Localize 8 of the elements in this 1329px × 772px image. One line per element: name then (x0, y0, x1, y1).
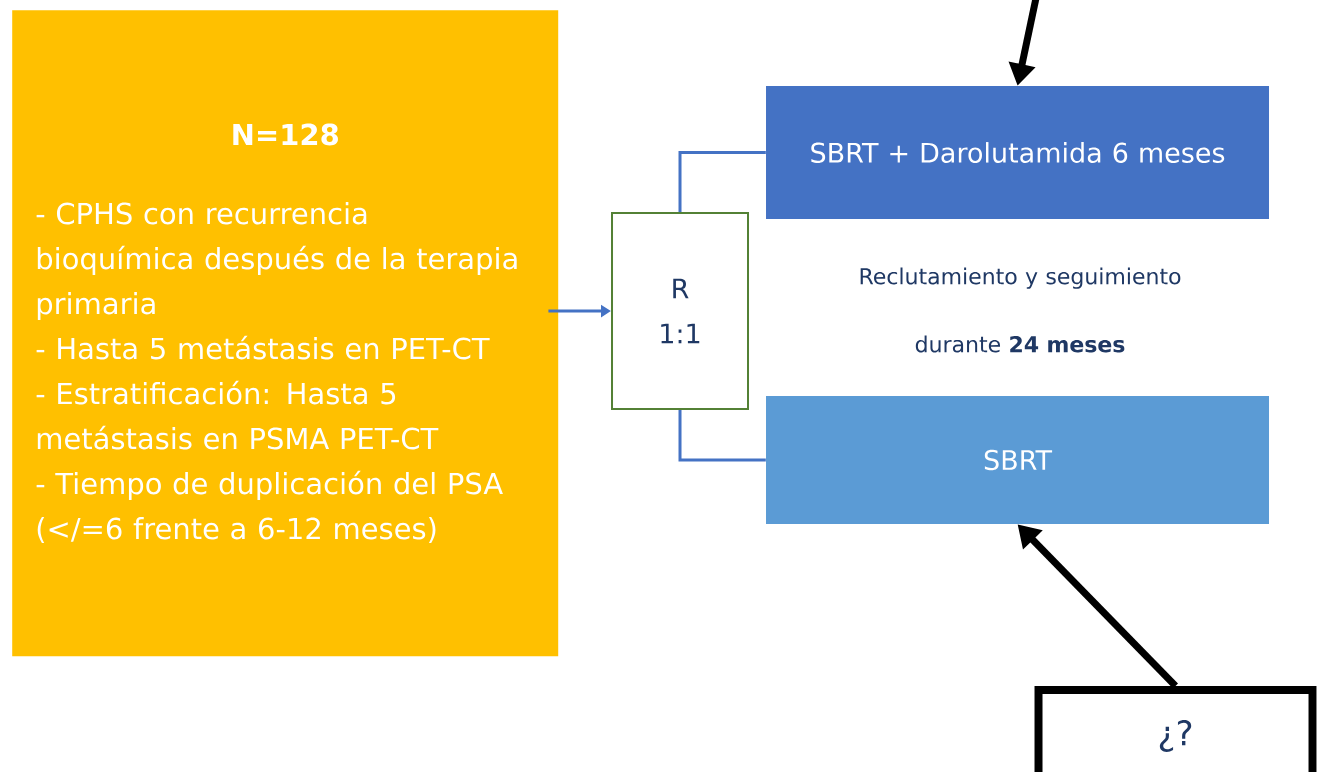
treatment-box: SBRT + Darolutamida 6 meses (766, 86, 1269, 219)
connector-line (678, 410, 766, 462)
treatment-box: SBRT (766, 396, 1269, 524)
criteria-box: N=128 - CPHS con recurrencia bioquímica después de la terapia primaria - Hasta 5 metástasis en PET-CT - Estratificación: Hasta 5 metástasis en PSMA PET-CT - Tiempo de duplicación del PSA (</=6 frente a 6-12 meses) (12, 10, 559, 657)
question-box: ¿? (1034, 686, 1317, 772)
note-text: Reclutamiento y seguimiento durante 24 meses (860, 267, 1181, 353)
randomization-box: R 1:1 (611, 212, 749, 410)
connector-line (678, 151, 766, 212)
